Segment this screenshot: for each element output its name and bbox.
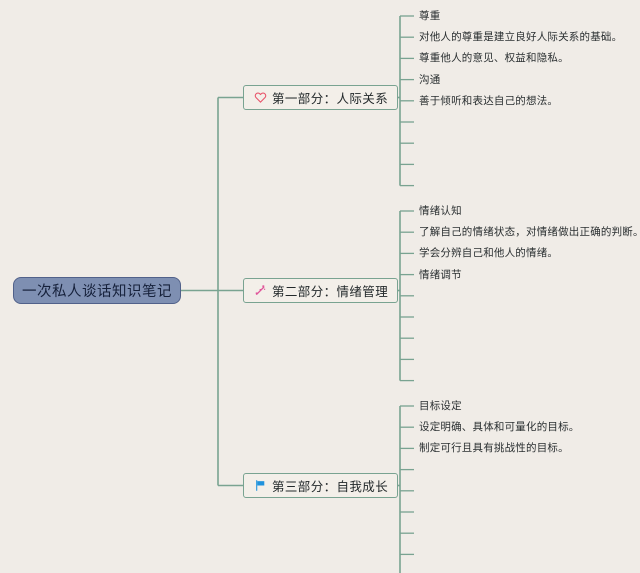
heart-icon (253, 91, 267, 105)
root-node-label: 一次私人谈话知识笔记 (22, 284, 172, 300)
leaf-label[interactable]: 尊重 (419, 10, 441, 22)
root-node[interactable]: 一次私人谈话知识笔记 (13, 277, 181, 304)
branch-node-label: 第三部分：自我成长 (272, 480, 389, 494)
leaf-label[interactable]: 情绪认知 (419, 205, 462, 217)
leaf-label[interactable]: 对他人的尊重是建立良好人际关系的基础。 (419, 31, 623, 44)
leaf-label[interactable]: 目标设定 (419, 400, 462, 412)
leaf-label[interactable]: 沟通 (419, 73, 441, 86)
branch-node-label: 第二部分：情绪管理 (272, 285, 389, 299)
sparkle-icon (253, 284, 267, 298)
branch-node-label: 第一部分：人际关系 (272, 92, 389, 106)
leaf-label[interactable]: 情绪调节 (419, 268, 462, 281)
branch-node-emotion[interactable]: 第二部分：情绪管理 (243, 278, 399, 303)
leaf-label[interactable]: 学会分辨自己和他人的情绪。 (419, 247, 559, 260)
leaf-label[interactable]: 设定明确、具体和可量化的目标。 (419, 421, 580, 434)
flag-icon (253, 479, 267, 493)
leaf-label[interactable]: 了解自己的情绪状态，对情绪做出正确的判断。 (419, 226, 640, 239)
leaf-label[interactable]: 善于倾听和表达自己的想法。 (419, 94, 559, 107)
leaf-label[interactable]: 制定可行且具有挑战性的目标。 (419, 442, 569, 455)
branch-node-growth[interactable]: 第三部分：自我成长 (243, 473, 399, 498)
leaf-label[interactable]: 尊重他人的意见、权益和隐私。 (419, 52, 569, 65)
branch-node-interpersonal[interactable]: 第一部分：人际关系 (243, 85, 399, 110)
